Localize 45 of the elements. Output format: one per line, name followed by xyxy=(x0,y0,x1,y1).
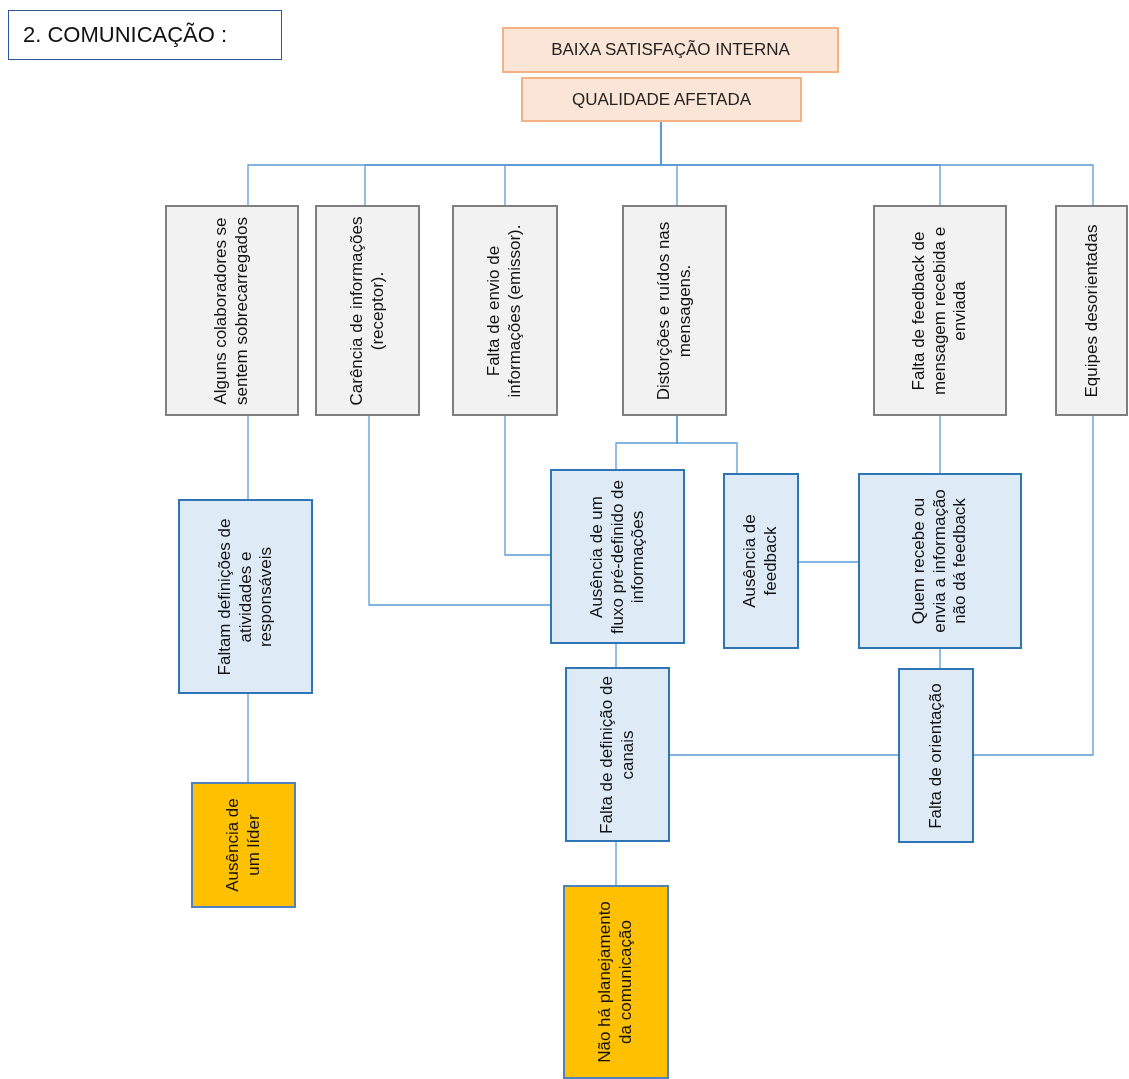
cause-box xyxy=(1055,205,1128,416)
node-text: Distorções e ruídos nas mensagens. xyxy=(653,220,695,402)
effect-box xyxy=(502,27,839,73)
connector-line xyxy=(615,643,617,668)
connector-line xyxy=(247,693,249,783)
diagram-title: 2. COMUNICAÇÃO : xyxy=(8,10,282,60)
connector-line xyxy=(504,415,551,556)
node-text: Carência de informações (receptor). xyxy=(346,215,388,407)
root-cause-box xyxy=(563,885,669,1079)
cause-box xyxy=(452,205,558,416)
connector-line xyxy=(939,648,941,669)
connector-line xyxy=(676,415,738,474)
connector-line xyxy=(368,415,551,606)
cause-box xyxy=(315,205,420,416)
connector-line xyxy=(798,561,859,563)
connector-line xyxy=(973,415,1094,756)
node-text: QUALIDADE AFETADA xyxy=(571,89,752,110)
root-cause-box xyxy=(191,782,296,908)
subcause-box xyxy=(550,469,685,644)
node-text: BAIXA SATISFAÇÃO INTERNA xyxy=(551,40,790,60)
subcause-box xyxy=(898,668,974,843)
node-text: Falta de envio de informações (emissor). xyxy=(484,223,525,399)
node-text: Alguns colaboradores se sentem sobrecarregados xyxy=(211,215,252,407)
node-text: Falta de orientação xyxy=(925,681,946,831)
node-text: Quem recebe ou envia a informação não dá feedback xyxy=(908,488,971,635)
node-text: Não há planejamento da comunicação xyxy=(595,900,636,1065)
node-text: Falta de feedback de mensagem recebida e enviada xyxy=(908,225,971,397)
node-text: Ausência de feedback xyxy=(740,513,781,610)
node-text: Faltam definições de atividades e responsáveis xyxy=(214,517,276,677)
node-text: Falta de definição de canais xyxy=(596,674,638,835)
cause-box xyxy=(165,205,299,416)
subcause-box xyxy=(178,499,313,694)
connector-line xyxy=(615,841,617,886)
connector-line xyxy=(669,754,899,756)
node-text: Ausência de um líder xyxy=(222,797,264,894)
connector-line xyxy=(247,415,249,500)
effect-box xyxy=(521,77,802,122)
subcause-box xyxy=(858,473,1022,649)
subcause-box xyxy=(723,473,799,649)
cause-box xyxy=(622,205,727,416)
cause-box xyxy=(873,205,1007,416)
subcause-box xyxy=(565,667,670,842)
node-text: Equipes desorientadas xyxy=(1081,223,1102,399)
connector-line xyxy=(939,415,941,474)
node-text: Ausência de um fluxo pré-definido de informações xyxy=(586,478,648,636)
